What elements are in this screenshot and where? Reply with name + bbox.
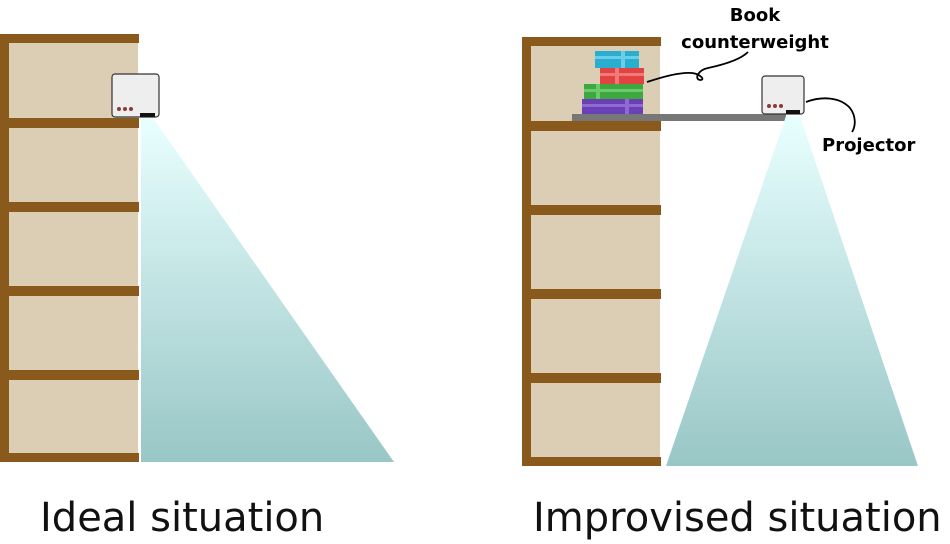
plank xyxy=(572,114,786,121)
book-cyan xyxy=(595,51,639,68)
caption-ideal-situation: Ideal situation xyxy=(40,495,325,541)
projection-beam-right xyxy=(666,116,918,466)
caption-improvised-situation: Improvised situation xyxy=(533,495,942,541)
bookshelf-right xyxy=(522,37,661,466)
book-stack xyxy=(582,51,644,114)
book-counterweight-label-line2: counterweight xyxy=(681,32,829,53)
book-counterweight-leader xyxy=(646,51,749,83)
ideal-situation-scene xyxy=(0,34,394,462)
projector-label: Projector xyxy=(822,135,915,156)
improvised-situation-scene: Book counterweight Projector xyxy=(522,5,918,466)
projector-right xyxy=(761,75,805,115)
projection-beam-left xyxy=(141,118,394,462)
projector-leader xyxy=(805,97,856,133)
book-counterweight-label-line1: Book xyxy=(730,5,781,26)
projector-left xyxy=(111,73,160,118)
